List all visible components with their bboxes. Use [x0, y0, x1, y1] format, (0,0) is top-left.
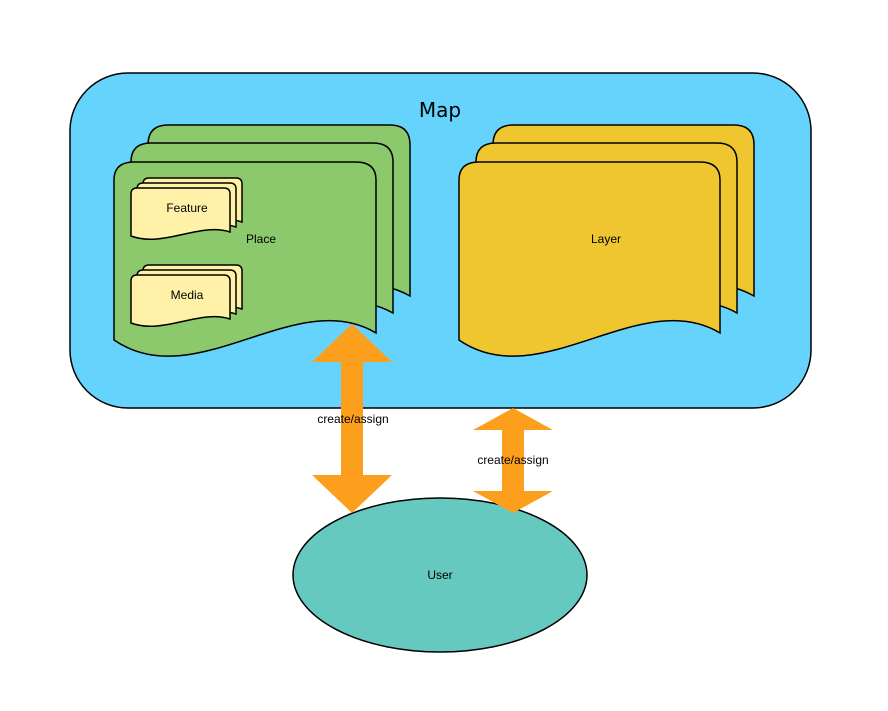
layer-stack[interactable] — [458, 124, 755, 357]
layer-sheet-front — [458, 161, 721, 357]
arrow-left-label: create/assign — [317, 412, 388, 426]
arrow-place-user[interactable] — [312, 324, 392, 513]
map-label: Map — [419, 98, 461, 122]
layer-label: Layer — [591, 232, 621, 246]
media-label: Media — [171, 288, 204, 302]
arrow-right-label: create/assign — [477, 453, 548, 467]
feature-label: Feature — [166, 201, 208, 215]
feature-sheet-front — [130, 187, 231, 240]
user-label: User — [427, 568, 452, 582]
place-label: Place — [246, 232, 276, 246]
media-sheet-front — [130, 274, 231, 327]
user-node[interactable] — [292, 497, 588, 653]
arrow-map-user[interactable] — [473, 408, 553, 513]
media-stack[interactable] — [130, 264, 243, 327]
feature-stack[interactable] — [130, 177, 243, 240]
